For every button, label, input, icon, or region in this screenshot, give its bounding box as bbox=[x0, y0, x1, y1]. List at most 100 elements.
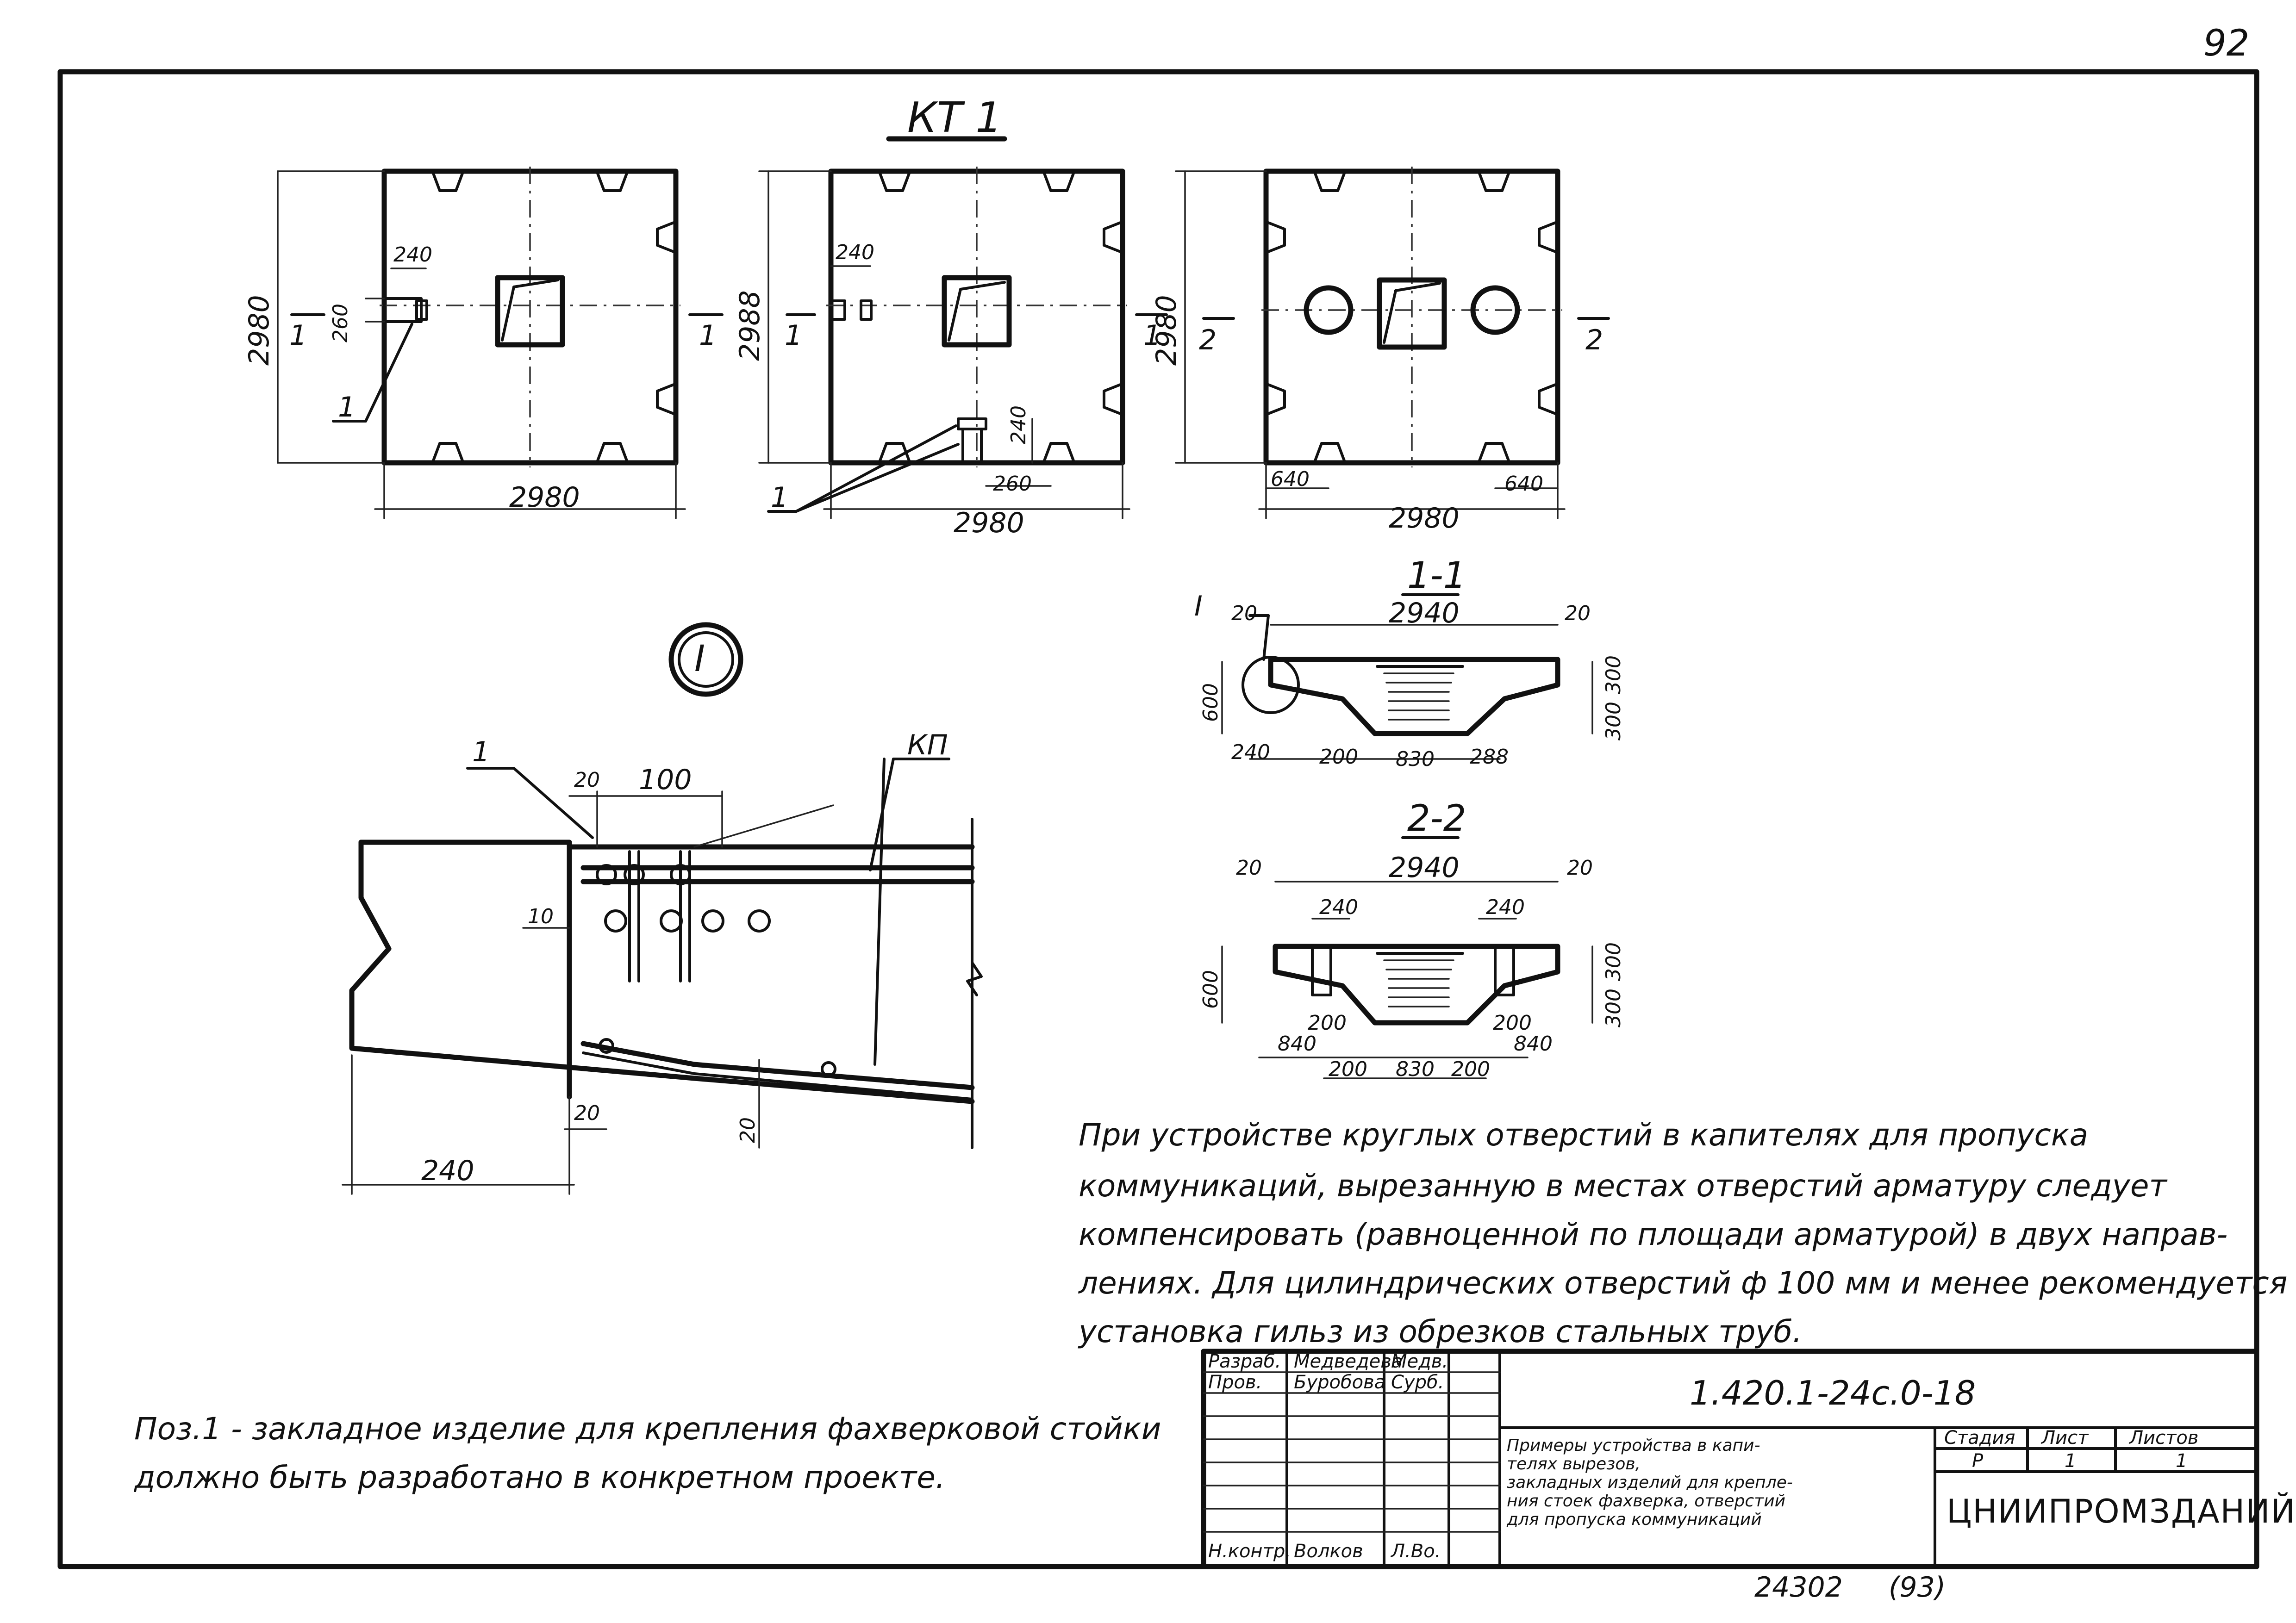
svg-text:компенсировать (равноценной по: компенсировать (равноценной по площади а… bbox=[1079, 1217, 2227, 1252]
svg-text:2980: 2980 bbox=[1389, 502, 1460, 535]
svg-text:300: 300 bbox=[1602, 655, 1625, 694]
svg-text:1: 1 bbox=[338, 391, 356, 423]
plan-view-1: 2980 2980 240 260 1 1 1 bbox=[243, 167, 724, 519]
svg-text:1.420.1-24с.0-18: 1.420.1-24с.0-18 bbox=[1690, 1374, 1976, 1412]
svg-text:10: 10 bbox=[528, 905, 554, 928]
sheet-frame bbox=[57, 69, 2259, 1569]
svg-text:1: 1 bbox=[2176, 1450, 2187, 1472]
svg-text:600: 600 bbox=[1199, 970, 1223, 1009]
svg-text:2988: 2988 bbox=[734, 290, 766, 361]
svg-text:840: 840 bbox=[1514, 1032, 1553, 1056]
svg-text:телях вырезов,: телях вырезов, bbox=[1507, 1455, 1641, 1474]
title-block: Разраб. Медведева Медв. Пров. Буробова С… bbox=[1201, 1349, 2296, 1569]
svg-text:2: 2 bbox=[1199, 324, 1217, 356]
svg-text:2940: 2940 bbox=[1389, 597, 1460, 629]
svg-text:Волков: Волков bbox=[1294, 1541, 1363, 1562]
svg-text:300: 300 bbox=[1602, 942, 1625, 981]
svg-text:640: 640 bbox=[1504, 472, 1543, 496]
svg-text:2980: 2980 bbox=[954, 507, 1024, 539]
svg-text:1: 1 bbox=[1143, 319, 1161, 352]
svg-text:640: 640 bbox=[1271, 467, 1310, 491]
svg-text:240: 240 bbox=[421, 1155, 474, 1187]
detail-marker-outer bbox=[668, 622, 743, 697]
svg-text:Р: Р bbox=[1972, 1450, 1984, 1472]
svg-text:2980: 2980 bbox=[243, 295, 275, 366]
svg-text:20: 20 bbox=[736, 1117, 760, 1143]
svg-text:2940: 2940 bbox=[1389, 852, 1460, 884]
svg-text:I: I bbox=[694, 638, 705, 680]
svg-text:Стадия: Стадия bbox=[1944, 1427, 2015, 1449]
svg-text:Сурб.: Сурб. bbox=[1391, 1372, 1444, 1393]
svg-text:20: 20 bbox=[1565, 602, 1591, 625]
svg-text:1: 1 bbox=[699, 319, 717, 352]
svg-text:1: 1 bbox=[472, 736, 490, 768]
svg-text:1-1: 1-1 bbox=[1407, 555, 1466, 597]
svg-text:830: 830 bbox=[1396, 1057, 1435, 1081]
svg-text:для пропуска коммуникаций: для пропуска коммуникаций bbox=[1506, 1510, 1762, 1529]
svg-text:Медв.: Медв. bbox=[1391, 1351, 1448, 1372]
svg-text:Буробова: Буробова bbox=[1294, 1372, 1385, 1393]
svg-text:2980: 2980 bbox=[509, 481, 580, 514]
svg-text:1: 1 bbox=[289, 319, 307, 352]
footer-page: (93) bbox=[1889, 1571, 1946, 1604]
sheet-number: 92 bbox=[2203, 23, 2249, 64]
svg-text:2-2: 2-2 bbox=[1407, 798, 1466, 839]
svg-text:Лист: Лист bbox=[2040, 1427, 2089, 1449]
svg-text:Разраб.: Разраб. bbox=[1208, 1351, 1281, 1372]
detail-marker-inner bbox=[678, 631, 734, 688]
svg-text:240: 240 bbox=[393, 243, 432, 267]
section-1-1: 1-1 I 20 2940 20 600 300 300 240 200 830… bbox=[1194, 555, 1625, 771]
svg-text:Листов: Листов bbox=[2128, 1427, 2198, 1449]
svg-text:240: 240 bbox=[1486, 895, 1525, 919]
drawing-title: КТ 1 bbox=[907, 93, 1002, 142]
svg-text:1: 1 bbox=[2065, 1450, 2076, 1472]
svg-text:20: 20 bbox=[574, 1101, 600, 1125]
plan-view-3: 2980 2980 640 640 2 2 bbox=[1150, 167, 1610, 535]
svg-text:коммуникаций, вырезанную в мес: коммуникаций, вырезанную в местах отверс… bbox=[1079, 1168, 2168, 1204]
svg-text:20: 20 bbox=[1231, 602, 1257, 625]
svg-text:лениях. Для цилиндрических отв: лениях. Для цилиндрических отверстий ф 1… bbox=[1078, 1265, 2287, 1301]
svg-text:2: 2 bbox=[1585, 324, 1603, 356]
svg-text:200: 200 bbox=[1319, 745, 1358, 769]
svg-text:Примеры устройства в капи-: Примеры устройства в капи- bbox=[1507, 1436, 1760, 1455]
svg-text:КП: КП bbox=[907, 729, 948, 761]
svg-text:840: 840 bbox=[1278, 1032, 1316, 1056]
svg-text:I: I bbox=[1194, 590, 1203, 622]
detail-I: I КП 1 20 100 10 20 bbox=[342, 622, 983, 1195]
note-pos1: Поз.1 - закладное изделие для крепления … bbox=[134, 1411, 1161, 1495]
svg-text:288: 288 bbox=[1470, 745, 1509, 769]
svg-text:установка гильз из обрезков ст: установка гильз из обрезков стальных тру… bbox=[1078, 1314, 1802, 1349]
svg-text:20: 20 bbox=[574, 768, 600, 792]
svg-text:260: 260 bbox=[329, 304, 352, 342]
svg-text:При устройстве круглых отверст: При устройстве круглых отверстий в капит… bbox=[1079, 1117, 2088, 1153]
svg-text:200: 200 bbox=[1329, 1057, 1367, 1081]
svg-text:1: 1 bbox=[785, 319, 802, 352]
svg-text:1: 1 bbox=[771, 481, 788, 514]
svg-text:300: 300 bbox=[1602, 702, 1625, 740]
svg-text:ния стоек фахверка, отверстий: ния стоек фахверка, отверстий bbox=[1507, 1492, 1785, 1511]
svg-text:240: 240 bbox=[1007, 405, 1030, 444]
svg-text:закладных изделий для крепле-: закладных изделий для крепле- bbox=[1507, 1473, 1793, 1492]
svg-text:200: 200 bbox=[1308, 1011, 1347, 1035]
svg-text:100: 100 bbox=[639, 764, 692, 796]
svg-text:20: 20 bbox=[1236, 856, 1262, 880]
svg-text:240: 240 bbox=[1231, 740, 1270, 764]
svg-text:должно быть разработано в конк: должно быть разработано в конкретном про… bbox=[134, 1460, 945, 1495]
svg-text:Н.контр.: Н.контр. bbox=[1208, 1541, 1291, 1562]
svg-text:600: 600 bbox=[1199, 683, 1223, 722]
section-2-2: 2-2 20 2940 20 240 240 600 300 300 200 8… bbox=[1199, 798, 1625, 1081]
svg-text:20: 20 bbox=[1567, 856, 1593, 880]
svg-text:Поз.1 - закладное изделие для: Поз.1 - закладное изделие для крепления … bbox=[134, 1411, 1161, 1447]
plan-view-2: 2988 2980 240 240 260 1 1 1 bbox=[734, 167, 1168, 539]
svg-text:300: 300 bbox=[1602, 989, 1625, 1027]
svg-text:Л.Во.: Л.Во. bbox=[1390, 1541, 1441, 1562]
svg-text:240: 240 bbox=[1319, 895, 1358, 919]
svg-text:Пров.: Пров. bbox=[1208, 1372, 1262, 1393]
svg-text:200: 200 bbox=[1493, 1011, 1532, 1035]
footer-number: 24302 bbox=[1754, 1571, 1843, 1604]
svg-text:ЦНИИПРОМЗДАНИЙ: ЦНИИПРОМЗДАНИЙ bbox=[1947, 1492, 2296, 1530]
svg-text:260: 260 bbox=[993, 472, 1032, 496]
note-main: При устройстве круглых отверстий в капит… bbox=[1078, 1117, 2287, 1349]
svg-text:830: 830 bbox=[1396, 747, 1435, 771]
